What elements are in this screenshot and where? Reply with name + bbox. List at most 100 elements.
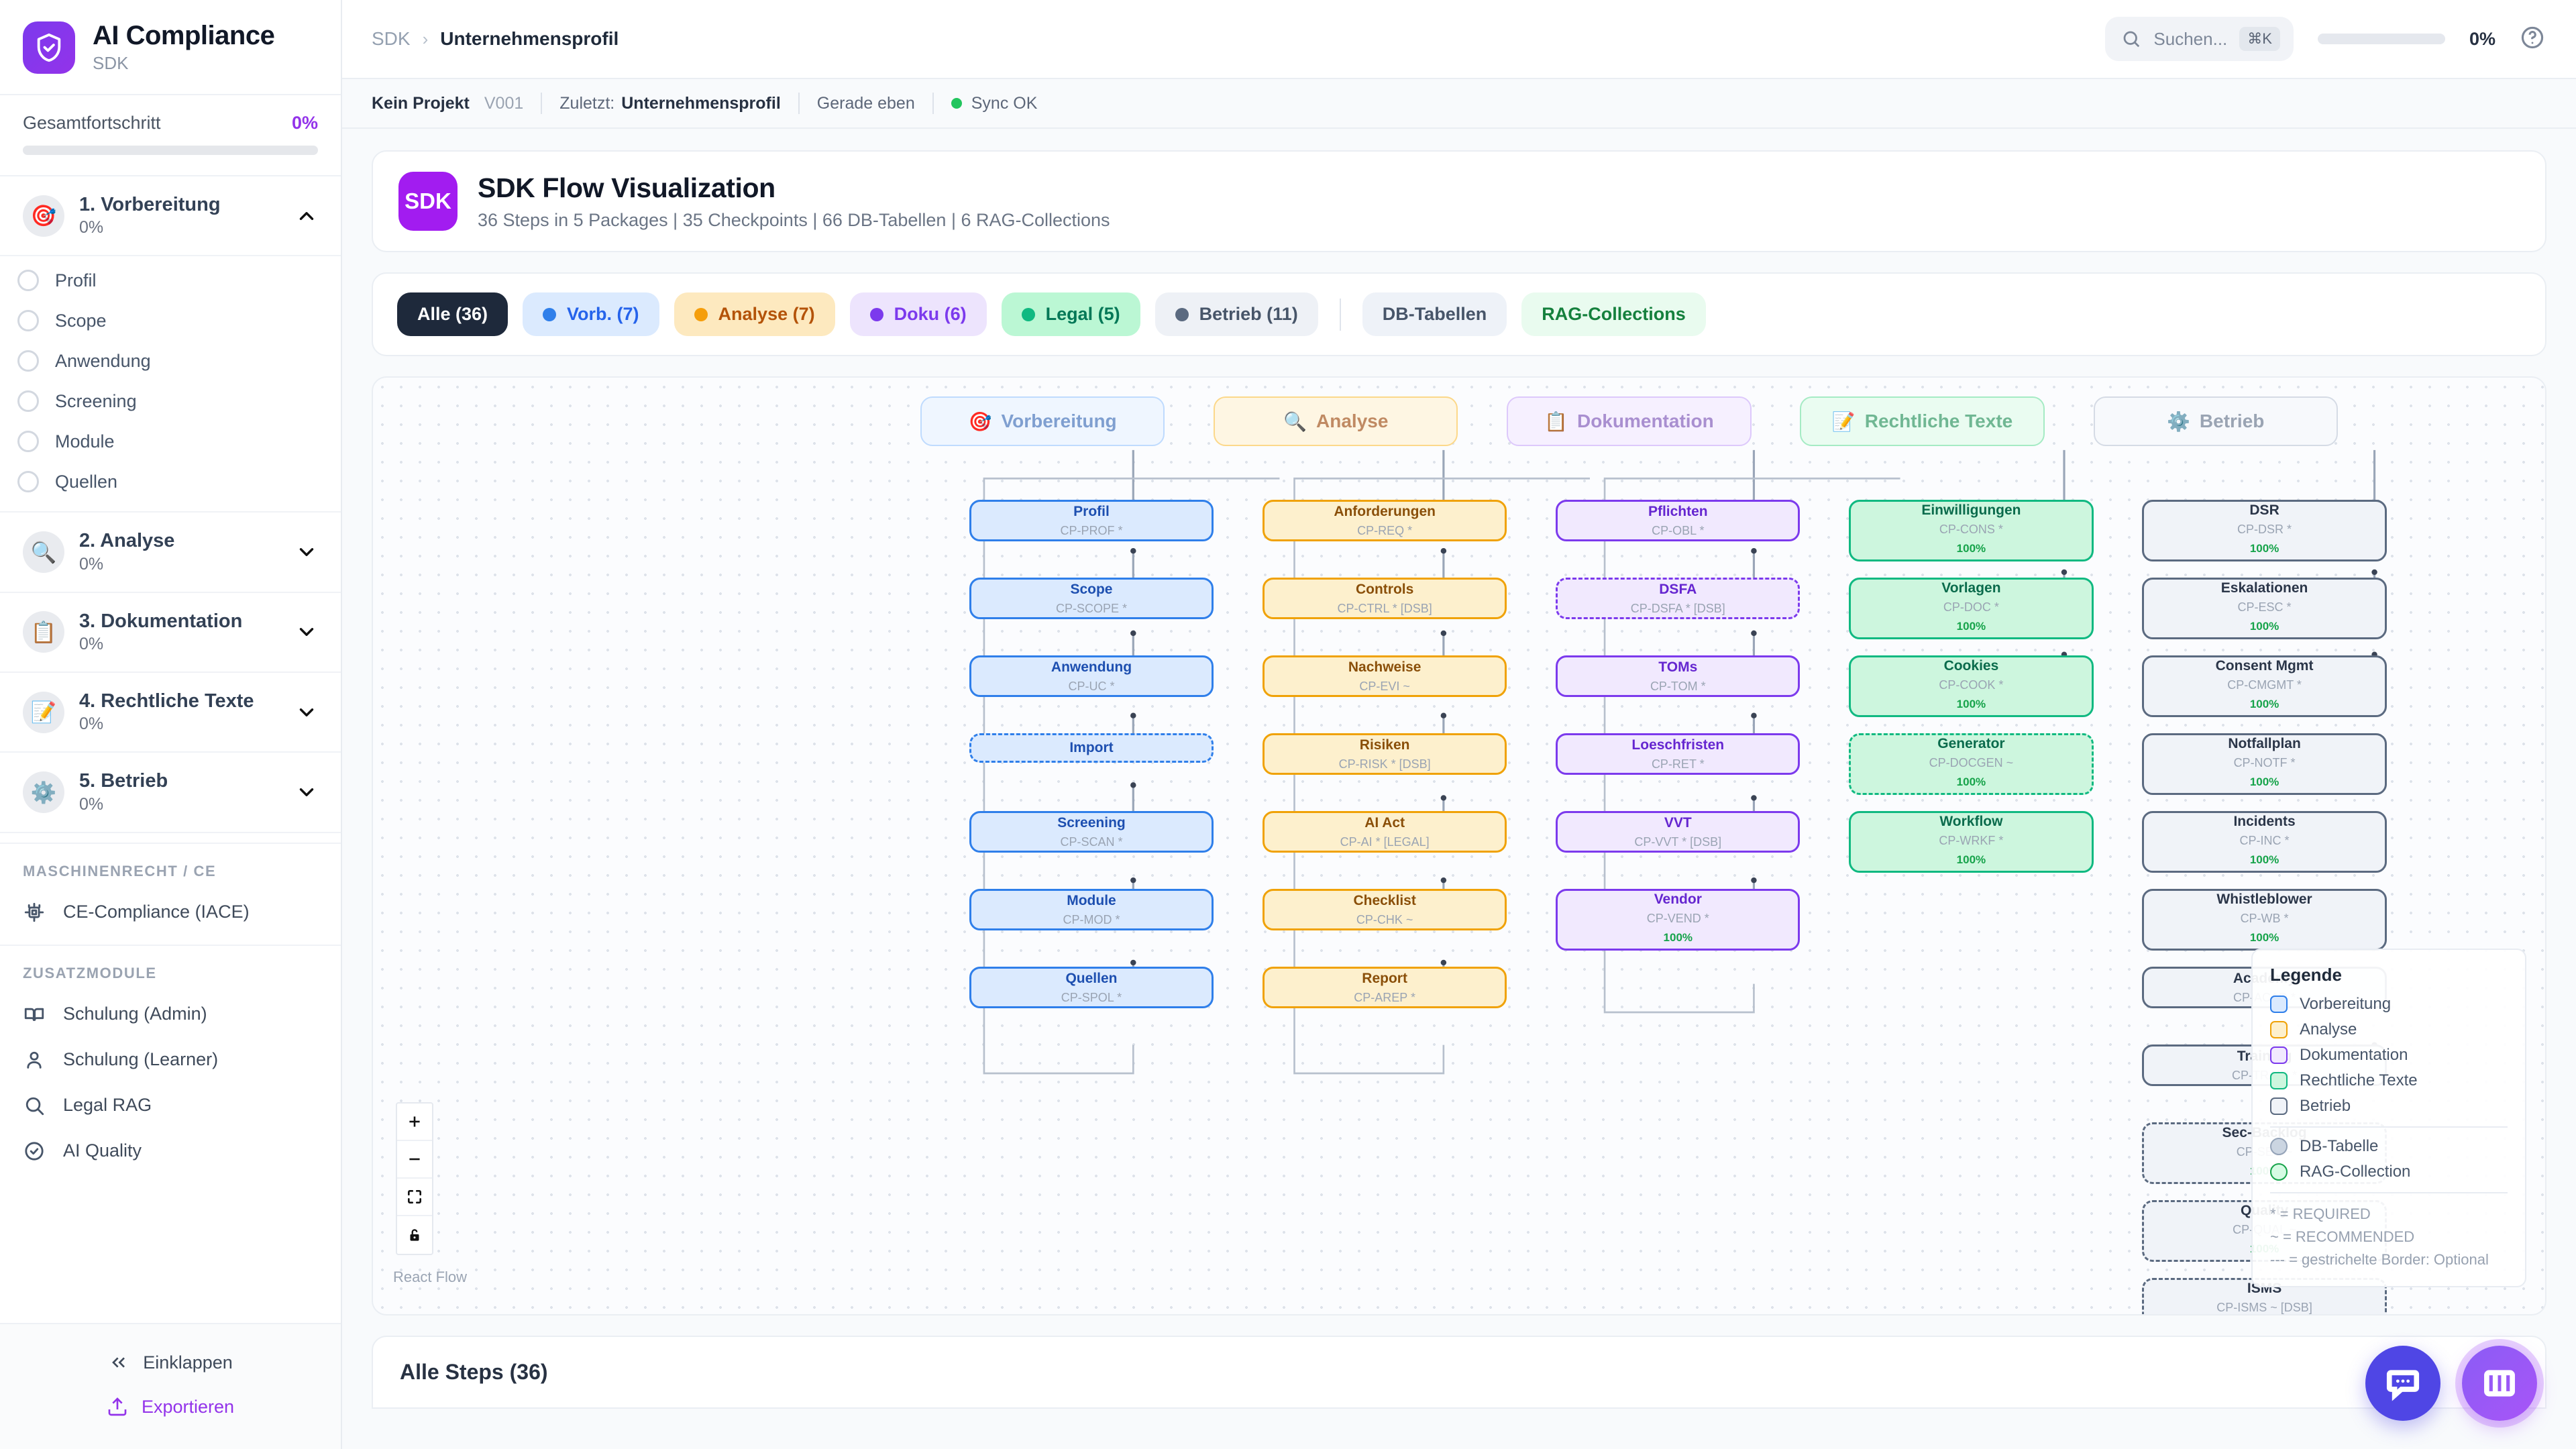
panel-fab[interactable] — [2462, 1346, 2537, 1421]
sidebar-item-profil[interactable]: Profil — [0, 260, 341, 301]
collapse-sidebar-button[interactable]: Einklappen — [0, 1340, 341, 1385]
node-code: CP-SCOPE * — [1055, 601, 1127, 615]
phase-emoji-icon: ⚙️ — [23, 771, 64, 814]
filter-chip-alle-36[interactable]: Alle (36) — [397, 292, 508, 336]
chip-dot — [869, 307, 883, 321]
step-radio[interactable] — [17, 270, 39, 292]
chevron-down-icon — [299, 628, 314, 637]
filter-chip-vorb-7[interactable]: Vorb. (7) — [523, 292, 659, 336]
node-title: DSR — [2249, 502, 2279, 519]
plus-icon — [409, 1116, 420, 1127]
phase-name: 3. Dokumentation — [79, 610, 243, 632]
machine-items: CE-Compliance (IACE) — [0, 890, 341, 935]
nav-item-ai-quality[interactable]: AI Quality — [0, 1128, 341, 1174]
nav-item-schulung-admin[interactable]: Schulung (Admin) — [0, 991, 341, 1037]
search-input[interactable]: Suchen... ⌘K — [2105, 17, 2294, 61]
sidebar-item-module[interactable]: Module — [0, 421, 341, 462]
phase-emoji-icon: 🔍 — [23, 531, 64, 574]
step-radio[interactable] — [17, 390, 39, 413]
filter-chip-analyse-7[interactable]: Analyse (7) — [674, 292, 835, 336]
sidebar-item-screening[interactable]: Screening — [0, 381, 341, 421]
status-divider-1 — [541, 93, 543, 114]
flow-canvas[interactable]: 🎯Vorbereitung🔍Analyse📋Dokumentation📝Rech… — [372, 376, 2546, 1316]
step-radio[interactable] — [17, 431, 39, 453]
sidebar-item-quellen[interactable]: Quellen — [0, 462, 341, 502]
phase-percent: 0% — [79, 635, 104, 654]
lane-emoji-icon: 📝 — [1831, 411, 1856, 432]
node-code: CP-AREP * — [1354, 990, 1415, 1004]
step-radio[interactable] — [17, 471, 39, 493]
node-title: Einwilligungen — [1921, 502, 2021, 519]
node-code: CP-SCAN * — [1060, 835, 1123, 849]
filter-chip-legal-5[interactable]: Legal (5) — [1001, 292, 1140, 336]
lock-toggle-button[interactable] — [397, 1216, 432, 1254]
flow-node-import[interactable]: Import — [969, 733, 1214, 763]
chip-label: Betrieb (11) — [1199, 304, 1298, 324]
zoom-in-button[interactable] — [397, 1104, 432, 1141]
step-radio[interactable] — [17, 350, 39, 372]
nav-item-legal-rag[interactable]: Legal RAG — [0, 1083, 341, 1128]
chip-label: RAG-Collections — [1542, 304, 1686, 324]
filter-chip-db-tabellen[interactable]: DB-Tabellen — [1362, 292, 1507, 336]
fit-view-button[interactable] — [397, 1179, 432, 1216]
chip-label: DB-Tabellen — [1382, 304, 1487, 324]
export-button[interactable]: Exportieren — [0, 1385, 341, 1429]
sidebar-item-anwendung[interactable]: Anwendung — [0, 341, 341, 381]
flow-controls[interactable] — [396, 1102, 433, 1255]
node-progress-value: 100% — [1956, 853, 1986, 866]
node-code: CP-WB * — [2240, 911, 2289, 925]
filter-chip-betrieb-11[interactable]: Betrieb (11) — [1155, 292, 1318, 336]
node-code: CP-VVT * [DSB] — [1634, 835, 1722, 849]
breadcrumb-root[interactable]: SDK — [372, 28, 411, 49]
filter-chip-doku-6[interactable]: Doku (6) — [849, 292, 987, 336]
filter-chip-rag-collections[interactable]: RAG-Collections — [1521, 292, 1706, 336]
substep-label: Anwendung — [55, 350, 151, 371]
nav-item-ce-compliance-iace[interactable]: CE-Compliance (IACE) — [0, 890, 341, 935]
node-title: Incidents — [2233, 814, 2296, 830]
chat-fab[interactable] — [2365, 1346, 2440, 1421]
legend-item-betrieb: Betrieb — [2270, 1097, 2508, 1116]
nav-item-schulung-learner[interactable]: Schulung (Learner) — [0, 1037, 341, 1083]
zoom-out-button[interactable] — [397, 1141, 432, 1179]
sidebar-item-scope[interactable]: Scope — [0, 301, 341, 341]
step-radio[interactable] — [17, 310, 39, 332]
question-circle-icon[interactable] — [2520, 25, 2545, 54]
chip-dot — [1021, 307, 1035, 321]
node-progress-value: 100% — [1663, 930, 1693, 944]
